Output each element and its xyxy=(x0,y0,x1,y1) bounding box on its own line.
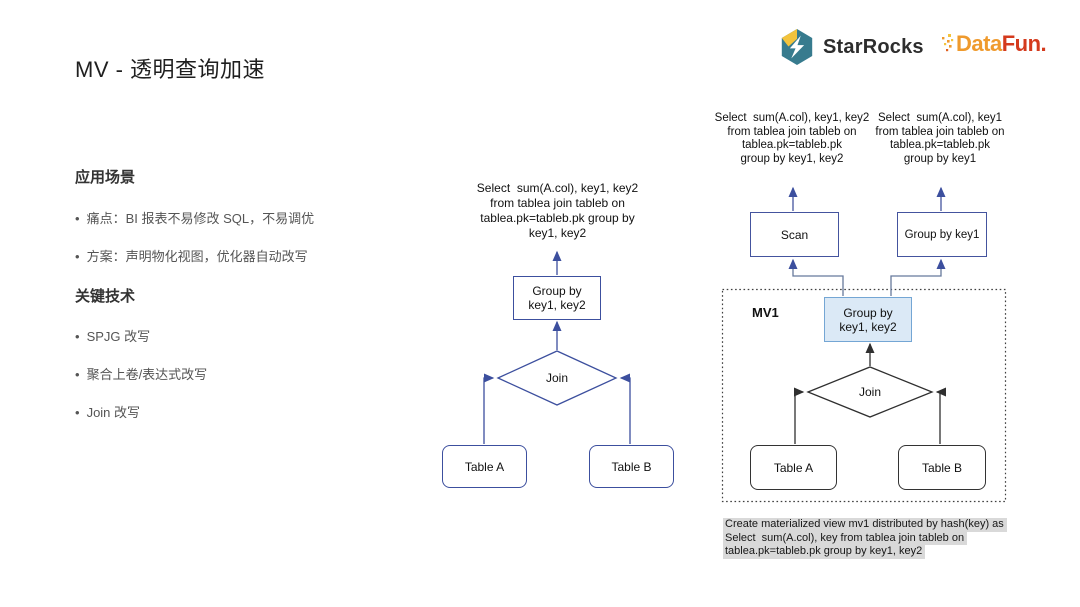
bullet-text: Join 改写 xyxy=(86,405,141,420)
query-line: key1, key2 xyxy=(528,226,587,240)
bullet-rollup: • 聚合上卷/表达式改写 xyxy=(75,364,207,383)
query-line: tablea.pk=tableb.pk xyxy=(889,139,991,151)
datafun-logo-text: DataFun. xyxy=(956,31,1047,57)
table-a-node-mv: Table A xyxy=(750,445,837,490)
query-line: tablea.pk=tableb.pk group by xyxy=(480,211,635,225)
datafun-text-fun: Fun. xyxy=(1001,31,1047,56)
bullet-spjg: • SPJG 改写 xyxy=(75,326,150,345)
ddl-line: Select sum(A.col), key from tablea join … xyxy=(723,531,968,546)
bullet-text: SPJG 改写 xyxy=(86,329,151,344)
groupby-label: key1, key2 xyxy=(839,319,897,334)
query-line: from tablea join tableb on xyxy=(490,196,625,210)
bullet-dot: • xyxy=(75,329,80,344)
bullet-text: 聚合上卷/表达式改写 xyxy=(86,367,208,382)
groupby-node-original: Group by key1, key2 xyxy=(513,276,601,320)
query-text-original: Select sum(A.col), key1, key2 from table… xyxy=(450,181,665,241)
datafun-text-data: Data xyxy=(956,31,1002,56)
query-line: Select sum(A.col), key1, key2 xyxy=(476,181,639,195)
bullet-solution: • 方案：声明物化视图，优化器自动改写 xyxy=(75,246,308,265)
groupby-key1-node: Group by key1 xyxy=(897,212,987,257)
query-line: group by key1, key2 xyxy=(740,152,844,165)
starrocks-hexagon-icon xyxy=(781,28,813,66)
section-heading-scenarios: 应用场景 xyxy=(75,169,136,186)
bullet-text: 方案：声明物化视图，优化器自动改写 xyxy=(86,249,308,264)
groupby-label: Group by xyxy=(843,305,893,320)
bullet-text: 痛点：BI 报表不易修改 SQL，不易调优 xyxy=(86,211,315,226)
ddl-line: tablea.pk=tableb.pk group by key1, key2 xyxy=(723,545,926,559)
page-title: MV - 透明查询加速 xyxy=(75,57,266,82)
query-line: tablea.pk=tableb.pk xyxy=(741,139,843,151)
mv1-container-label: MV1 xyxy=(752,305,779,320)
join-label-mv: Join xyxy=(858,385,881,399)
bullet-dot: • xyxy=(75,211,80,226)
starrocks-logo: StarRocks xyxy=(778,27,924,67)
section-heading-key-tech: 关键技术 xyxy=(75,288,136,305)
query-line: Select sum(A.col), key1, key2 xyxy=(714,112,870,124)
ddl-line: Create materialized view mv1 distributed… xyxy=(723,518,1007,532)
table-b-node-mv: Table B xyxy=(898,445,986,490)
bullet-dot: • xyxy=(75,405,80,420)
query-line: from tablea join tableb on xyxy=(875,125,1005,138)
query-line: Select sum(A.col), key1 xyxy=(878,112,1002,124)
groupby-label: Group by xyxy=(532,284,582,298)
datafun-dots-icon xyxy=(942,34,954,52)
query-line: from tablea join tableb on xyxy=(727,125,857,138)
bullet-join-rewrite: • Join 改写 xyxy=(75,402,140,421)
query-line: group by key1 xyxy=(903,152,977,165)
datafun-logo: DataFun. xyxy=(938,31,1047,61)
table-a-node-original: Table A xyxy=(442,445,527,488)
mv-ddl-text: Create materialized view mv1 distributed… xyxy=(723,518,1007,559)
mv-groupby-node: Group by key1, key2 xyxy=(824,297,912,342)
table-b-node-original: Table B xyxy=(589,445,674,488)
query-text-rewritten-right: Select sum(A.col), key1 from tablea join… xyxy=(875,112,1005,166)
bullet-pain-point: • 痛点：BI 报表不易修改 SQL，不易调优 xyxy=(75,208,314,227)
query-text-rewritten-left: Select sum(A.col), key1, key2 from table… xyxy=(706,112,878,166)
bullet-dot: • xyxy=(75,249,80,264)
groupby-label: key1, key2 xyxy=(528,298,586,312)
starrocks-logo-text: StarRocks xyxy=(823,35,924,58)
bullet-dot: • xyxy=(75,367,80,382)
scan-node: Scan xyxy=(750,212,839,257)
join-label-original: Join xyxy=(545,371,568,385)
